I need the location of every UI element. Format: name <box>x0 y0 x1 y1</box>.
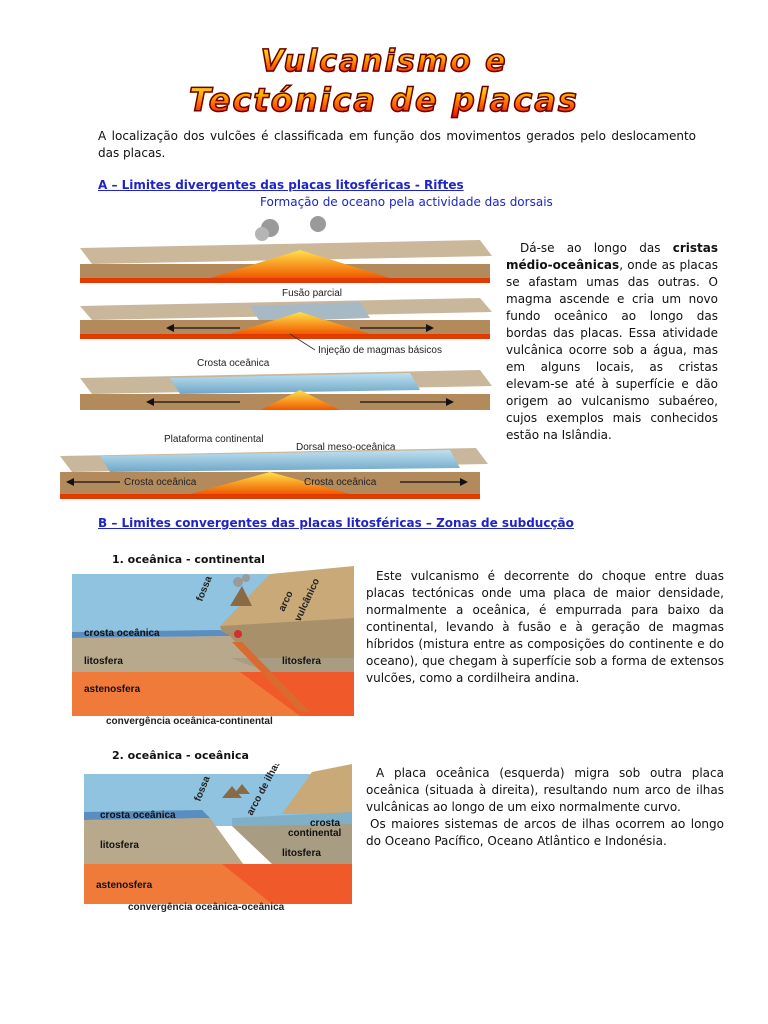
block-1: Fusão parcial <box>80 216 492 299</box>
ocean-ocean-diagram: fossa arco de ilhas crosta oceânica cros… <box>84 764 352 913</box>
label-crosta-left: Crosta oceânica <box>124 477 197 488</box>
island-arc-icon <box>222 784 250 798</box>
label-injecao: Injeção de magmas básicos <box>318 345 442 356</box>
caption-2: convergência oceânica-oceânica <box>128 902 285 913</box>
ocean-continent-diagram: fossa arco vulcânico crosta oceânica lit… <box>72 566 354 727</box>
section-a-heading: A – Limites divergentes das placas litos… <box>98 178 464 192</box>
block-4: Plataforma continental Dorsal meso-oceân… <box>60 434 488 499</box>
item2-para2-text: Os maiores sistemas de arcos de ilhas oc… <box>366 817 724 848</box>
divergent-boundary-diagram: Fusão parcial Injeção de magmas básicos … <box>60 216 492 499</box>
block-2: Injeção de magmas básicos <box>80 298 492 356</box>
section-a-para-lead: Dá-se ao longo das <box>520 241 673 255</box>
intro-paragraph: A localização dos vulcões é classificada… <box>98 129 696 160</box>
label-litosfera-1r: litosfera <box>282 656 321 667</box>
volcano-icon <box>230 574 252 606</box>
label-litosfera-2r: litosfera <box>282 848 321 859</box>
label-astenosfera-2: astenosfera <box>96 880 153 891</box>
caption-1: convergência oceânica-continental <box>106 716 273 727</box>
label-crosta-cont-2: continental <box>288 828 342 839</box>
page-title-line1: Vulcanismo e <box>0 43 768 80</box>
label-crosta-cont-1: crosta <box>310 818 340 829</box>
item2-paragraph: A placa oceânica (esquerda) migra sob ou… <box>366 765 724 850</box>
section-b-heading: B – Limites convergentes das placas lito… <box>98 516 574 530</box>
item1-para-text: Este vulcanismo é decorrente do choque e… <box>366 569 724 685</box>
item2-para2: Os maiores sistemas de arcos de ilhas oc… <box>366 816 724 850</box>
label-astenosfera-1: astenosfera <box>84 684 141 695</box>
label-crosta-1: crosta oceânica <box>84 628 160 639</box>
label-crosta-right: Crosta oceânica <box>304 477 377 488</box>
label-plataforma: Plataforma continental <box>164 434 264 445</box>
label-fusao: Fusão parcial <box>282 288 342 299</box>
section-a-para-bold: cristas médio-oceânicas <box>506 241 718 272</box>
item2-title: 2. oceânica - oceânica <box>112 749 249 762</box>
label-crosta: Crosta oceânica <box>197 358 270 369</box>
label-litosfera-1l: litosfera <box>84 656 123 667</box>
section-a-caption: Formação de oceano pela actividade das d… <box>260 195 553 209</box>
item2-para1-text: A placa oceânica (esquerda) migra sob ou… <box>366 766 724 814</box>
label-litosfera-2l: litosfera <box>100 840 139 851</box>
section-a-paragraph: Dá-se ao longo das cristas médio-oceânic… <box>506 240 718 444</box>
item1-paragraph: Este vulcanismo é decorrente do choque e… <box>366 568 724 687</box>
label-crosta-2: crosta oceânica <box>100 810 176 821</box>
label-dorsal: Dorsal meso-oceânica <box>296 442 396 453</box>
item2-para1: A placa oceânica (esquerda) migra sob ou… <box>366 765 724 816</box>
section-a-para-rest: , onde as placas se afastam umas das out… <box>506 258 718 442</box>
block-3: Crosta oceânica <box>80 358 492 410</box>
page-title-line2: Tectónica de placas <box>0 80 768 120</box>
item1-title: 1. oceânica - continental <box>112 553 265 566</box>
